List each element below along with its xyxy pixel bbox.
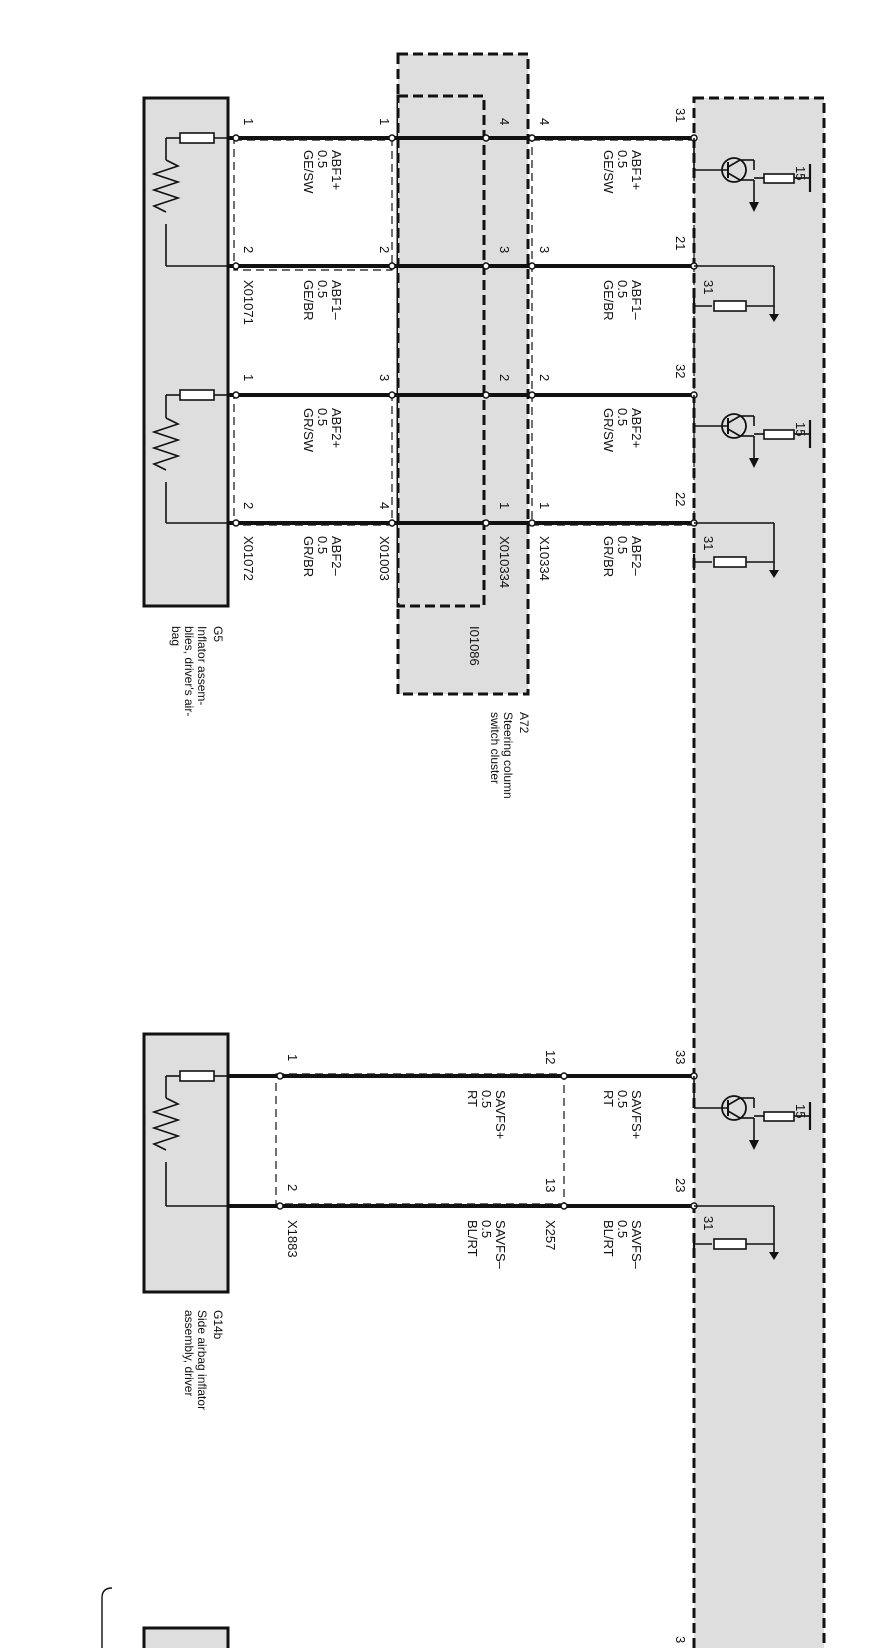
- pin-partial-3: 3: [673, 1636, 688, 1643]
- terminal-31-abf2: 31: [701, 536, 716, 550]
- x1883-frame: [275, 1073, 565, 1205]
- label-abf2m-left: ABF2–0.5GR/BR: [301, 536, 344, 577]
- terminal-31-savfs: 31: [701, 1216, 716, 1230]
- pin-x010334-2: 2: [497, 374, 512, 381]
- partial-component-box: [142, 1626, 230, 1648]
- pin-x010334-4: 4: [497, 118, 512, 125]
- label-abf1m-right: ABF1–0.5GE/BR: [601, 280, 644, 321]
- wires: [228, 136, 694, 1208]
- connector-x01072: X01072: [241, 536, 256, 581]
- component-a72-name: Steering columnswitch cluster: [488, 712, 515, 799]
- terminal-15-savfs: 15: [793, 1104, 808, 1118]
- driver-transistor-abf2: [692, 395, 812, 470]
- component-g5-id: G5: [211, 626, 225, 642]
- pin-markers: [232, 134, 698, 1210]
- airbag-control-unit: [692, 96, 826, 1648]
- pin-g5-2: 2: [241, 246, 256, 253]
- connector-x01071: X01071: [241, 280, 256, 325]
- pin-acu-33: 33: [673, 1050, 688, 1064]
- pin-g5-1b: 1: [241, 374, 256, 381]
- ground-path-abf1: [692, 265, 781, 324]
- pin-acu-22: 22: [673, 492, 688, 506]
- pin-x257-12: 12: [543, 1050, 558, 1064]
- pin-x01003-1: 1: [377, 118, 392, 125]
- component-g14b-name: Side airbag inflatorassembly, driver: [182, 1310, 209, 1410]
- component-g5-name: Inflator assem-blies, driver's air-bag: [169, 626, 209, 716]
- g14b-squib: [153, 1070, 228, 1207]
- pin-acu-32: 32: [673, 364, 688, 378]
- pin-acu-23: 23: [673, 1178, 688, 1192]
- g5-squib-1: [153, 132, 228, 267]
- terminal-31-abf1: 31: [701, 280, 716, 294]
- pin-g5-1: 1: [241, 118, 256, 125]
- pin-x257-13: 13: [543, 1178, 558, 1192]
- component-g14b-id: G14b: [211, 1310, 225, 1340]
- terminal-15-abf2: 15: [793, 422, 808, 436]
- pin-x10334-2: 2: [537, 374, 552, 381]
- component-i01086: I01086: [467, 626, 482, 666]
- pin-acu-21: 21: [673, 236, 688, 250]
- pin-x01003-3: 3: [377, 374, 392, 381]
- pin-x01003-4: 4: [377, 502, 392, 509]
- component-a72-id: A72: [517, 712, 531, 734]
- pin-g14b-1: 1: [285, 1054, 300, 1061]
- partial-bracket: [101, 1587, 113, 1648]
- pin-x01003-2: 2: [377, 246, 392, 253]
- pin-g5-2b: 2: [241, 502, 256, 509]
- driver-transistor-savfs: [692, 1076, 812, 1152]
- pin-g14b-2: 2: [285, 1184, 300, 1191]
- ground-path-abf2: [692, 522, 781, 580]
- pin-x10334-4: 4: [537, 118, 552, 125]
- driver-transistor-abf1: [692, 138, 812, 214]
- slip-ring-box: [396, 94, 486, 608]
- connector-x10334: X10334: [537, 536, 552, 581]
- label-savfsp-right: SAVFS+0.5RT: [601, 1090, 644, 1139]
- connector-x010334: X010334: [497, 536, 512, 588]
- pin-x10334-1: 1: [537, 502, 552, 509]
- x10334-frame: [531, 139, 695, 526]
- label-savfsm-mid: SAVFS–0.5BL/RT: [465, 1220, 508, 1270]
- label-savfsm-right: SAVFS–0.5BL/RT: [601, 1220, 644, 1270]
- label-savfsp-mid: SAVFS+0.5RT: [465, 1090, 508, 1139]
- connector-x257: X257: [543, 1220, 558, 1250]
- terminal-15-abf1: 15: [793, 166, 808, 180]
- pin-acu-31: 31: [673, 108, 688, 122]
- pin-x10334-3: 3: [537, 246, 552, 253]
- pin-x010334-3: 3: [497, 246, 512, 253]
- connector-x1883: X1883: [285, 1220, 300, 1258]
- ground-path-savfs: [692, 1205, 781, 1262]
- label-abf1m-left: ABF1–0.5GE/BR: [301, 280, 344, 321]
- label-abf2m-right: ABF2–0.5GR/BR: [601, 536, 644, 577]
- g5-squib-2: [153, 389, 228, 524]
- g5-inflator-box: [142, 96, 230, 608]
- label-abf2p-left: ABF2+0.5GR/SW: [301, 408, 344, 453]
- label-abf2p-right: ABF2+0.5GR/SW: [601, 408, 644, 453]
- label-abf1p-right: ABF1+0.5GE/SW: [601, 150, 644, 194]
- label-abf1p-left: ABF1+0.5GE/SW: [301, 150, 344, 194]
- pin-x010334-1: 1: [497, 502, 512, 509]
- connector-x01003: X01003: [377, 536, 392, 581]
